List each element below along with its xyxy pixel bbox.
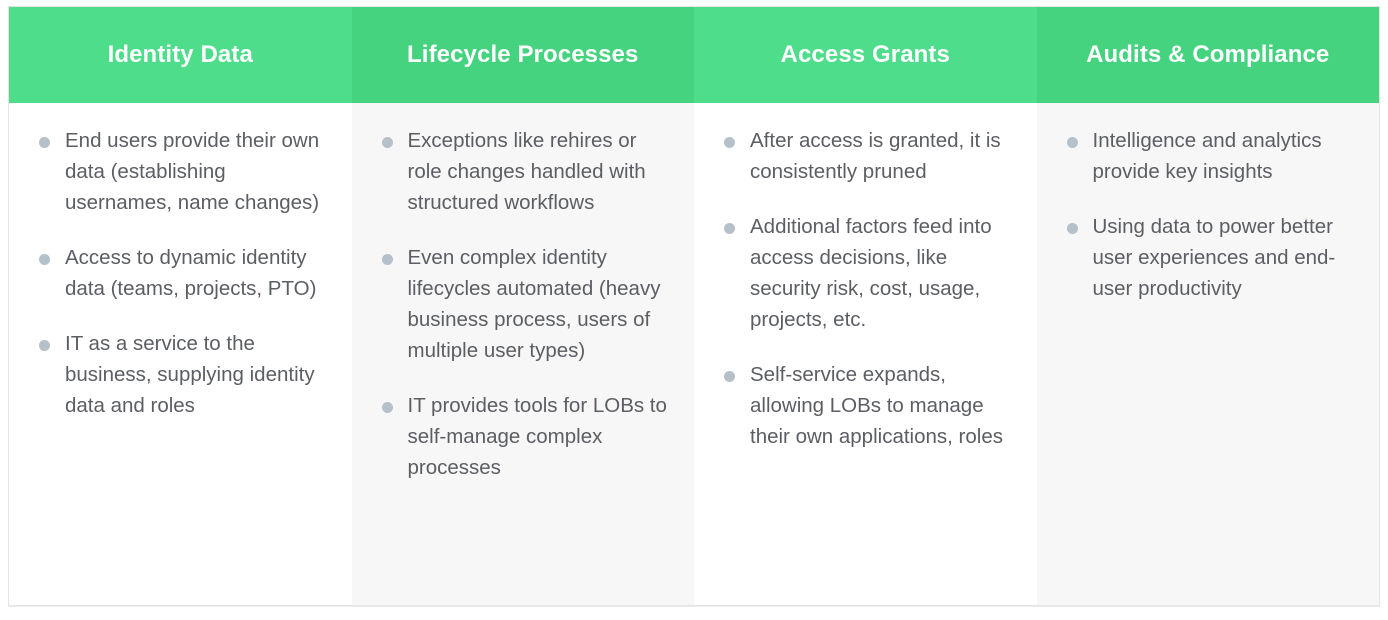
list-item: After access is granted, it is consisten… <box>712 125 1019 187</box>
column-body-lifecycle-processes: Exceptions like rehires or role changes … <box>351 103 694 605</box>
list-item: Additional factors feed into access deci… <box>712 211 1019 335</box>
list-item-text: IT provides tools for LOBs to self-manag… <box>407 394 667 479</box>
column-body-identity-data: End users provide their own data (establ… <box>9 103 352 605</box>
column-header-identity-data: Identity Data <box>9 7 352 103</box>
bullet-dot-icon <box>39 340 50 351</box>
comparison-table: Identity Data Lifecycle Processes Access… <box>9 7 1379 605</box>
list-item: Intelligence and analytics provide key i… <box>1055 125 1362 187</box>
column-header-label: Lifecycle Processes <box>407 41 639 68</box>
list-item-text: Access to dynamic identity data (teams, … <box>65 246 317 300</box>
list-item: Even complex identity lifecycles automat… <box>370 242 677 366</box>
list-item-text: Even complex identity lifecycles automat… <box>407 246 661 362</box>
bullet-dot-icon <box>39 137 50 148</box>
bullet-dot-icon <box>1066 223 1078 234</box>
list-item-text: Using data to power better user experien… <box>1092 215 1336 300</box>
bullet-dot-icon <box>381 402 393 413</box>
table-header-row: Identity Data Lifecycle Processes Access… <box>9 7 1379 103</box>
list-item-text: Self-service expands, allowing LOBs to m… <box>750 363 1003 448</box>
list-item: Access to dynamic identity data (teams, … <box>27 242 334 304</box>
bullet-dot-icon <box>39 254 50 265</box>
bullet-dot-icon <box>724 137 735 148</box>
bullet-list: Intelligence and analytics provide key i… <box>1055 125 1362 304</box>
bullet-dot-icon <box>724 223 735 234</box>
column-header-access-grants: Access Grants <box>694 7 1037 103</box>
column-header-label: Identity Data <box>107 41 253 68</box>
list-item: Using data to power better user experien… <box>1055 211 1362 304</box>
table-body-row: End users provide their own data (establ… <box>9 103 1379 605</box>
column-body-audits-compliance: Intelligence and analytics provide key i… <box>1036 103 1379 605</box>
list-item-text: Intelligence and analytics provide key i… <box>1092 129 1322 183</box>
column-header-label: Access Grants <box>780 41 950 68</box>
list-item: Exceptions like rehires or role changes … <box>370 125 677 218</box>
list-item: IT as a service to the business, supplyi… <box>27 328 334 421</box>
bullet-dot-icon <box>724 371 735 382</box>
bullet-dot-icon <box>381 254 393 265</box>
bullet-dot-icon <box>1066 137 1078 148</box>
list-item-text: After access is granted, it is consisten… <box>750 129 1001 183</box>
column-header-lifecycle-processes: Lifecycle Processes <box>351 7 694 103</box>
comparison-table-frame: Identity Data Lifecycle Processes Access… <box>8 6 1380 606</box>
bullet-list: End users provide their own data (establ… <box>27 125 334 421</box>
bullet-dot-icon <box>381 137 393 148</box>
column-header-audits-compliance: Audits & Compliance <box>1036 7 1379 103</box>
list-item: IT provides tools for LOBs to self-manag… <box>370 390 677 483</box>
bullet-list: Exceptions like rehires or role changes … <box>370 125 677 483</box>
list-item: End users provide their own data (establ… <box>27 125 334 218</box>
list-item: Self-service expands, allowing LOBs to m… <box>712 359 1019 452</box>
list-item-text: IT as a service to the business, supplyi… <box>65 332 315 417</box>
list-item-text: End users provide their own data (establ… <box>65 129 320 214</box>
bullet-list: After access is granted, it is consisten… <box>712 125 1019 452</box>
column-body-access-grants: After access is granted, it is consisten… <box>694 103 1037 605</box>
column-header-label: Audits & Compliance <box>1086 41 1330 68</box>
list-item-text: Additional factors feed into access deci… <box>750 215 992 331</box>
list-item-text: Exceptions like rehires or role changes … <box>407 129 646 214</box>
